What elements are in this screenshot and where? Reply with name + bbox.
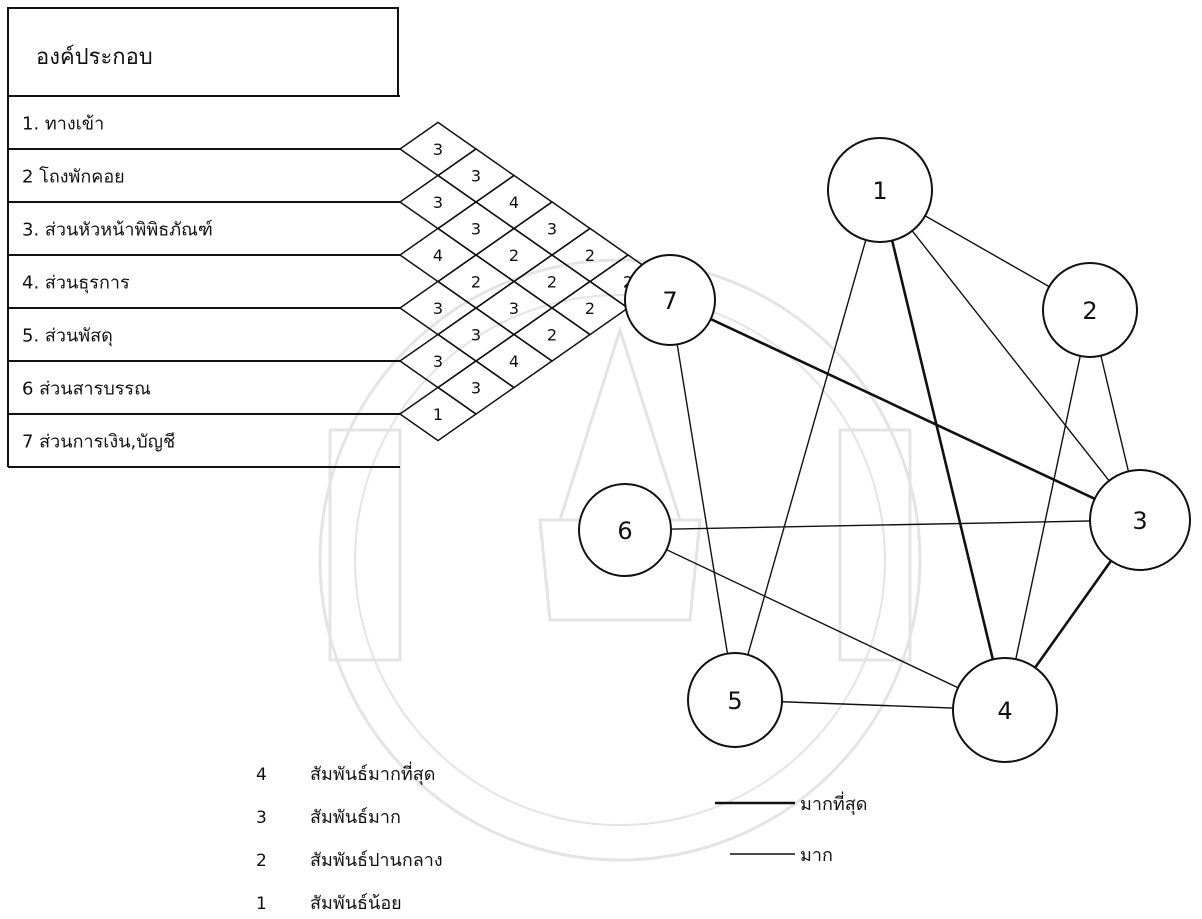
component-label: 7 ส่วนการเงิน,บัญชี: [22, 432, 175, 453]
matrix-value: 3: [471, 326, 481, 345]
node-5-circle: [687, 652, 783, 748]
matrix-value: 3: [433, 352, 443, 371]
matrix-value: 2: [509, 246, 519, 265]
matrix-value: 4: [509, 193, 519, 212]
legend-value: 3: [256, 808, 267, 828]
matrix-value: 2: [471, 273, 481, 292]
component-rows: 1. ทางเข้า 2 โถงพักคอย 3. ส่วนหัวหน้าพิพิธ…: [7, 95, 400, 468]
legend-label: สัมพันธ์น้อย: [310, 893, 402, 914]
node-2-circle: [1042, 262, 1138, 358]
legend-lines: มากที่สุด มาก: [715, 791, 867, 866]
node-6-circle: [578, 483, 672, 577]
node-1-label: 1: [872, 177, 887, 205]
node-4-circle: [952, 657, 1058, 763]
legend-label: สัมพันธ์ปานกลาง: [310, 850, 443, 871]
matrix-value: 4: [509, 352, 519, 371]
matrix-value: 3: [433, 299, 443, 318]
matrix-value: 3: [471, 167, 481, 186]
node-3-circle: [1089, 469, 1191, 571]
node-6-label: 6: [617, 517, 632, 545]
component-label: 1. ทางเข้า: [22, 114, 104, 135]
legend-value: 2: [256, 851, 267, 871]
matrix-value: 2: [547, 273, 557, 292]
component-label: 6 ส่วนสารบรรณ: [22, 379, 151, 400]
legend-label: สัมพันธ์มากที่สุด: [310, 761, 435, 785]
matrix-value: 3: [433, 193, 443, 212]
matrix-value: 3: [433, 140, 443, 159]
legend-levels: 4 สัมพันธ์มากที่สุด 3 สัมพันธ์มาก 2 สัมพ…: [256, 761, 443, 914]
matrix-cell: [398, 386, 478, 442]
legend-value: 1: [256, 894, 267, 914]
edge-1-4: [878, 189, 1007, 711]
node-5-label: 5: [727, 687, 742, 715]
node-1-circle: [827, 137, 933, 243]
node-3-label: 3: [1132, 507, 1147, 535]
matrix-value: 3: [471, 220, 481, 239]
component-label: 4. ส่วนธุรการ: [22, 273, 130, 294]
edge-2-4: [1004, 309, 1091, 711]
edge-4-6: [624, 529, 1006, 711]
legend-label: สัมพันธ์มาก: [310, 807, 401, 828]
matrix-values: 334322332224232334331: [433, 140, 633, 424]
matrix-value: 2: [585, 299, 595, 318]
matrix-value: 2: [585, 246, 595, 265]
legend-line-label: มากที่สุด: [800, 791, 867, 815]
edge-1-5: [734, 189, 881, 701]
node-7-circle: [624, 254, 716, 346]
matrix-value: 2: [547, 326, 557, 345]
node-7-label: 7: [662, 287, 677, 315]
node-2-label: 2: [1082, 297, 1097, 325]
header-title: องค์ประกอบ: [36, 45, 153, 70]
matrix-value: 1: [433, 405, 443, 424]
component-label: 5. ส่วนพัสดุ: [22, 326, 113, 347]
matrix-value: 3: [471, 379, 481, 398]
graph-nodes: 1 2 3 4 5 6 7: [578, 137, 1191, 763]
legend-value: 4: [256, 765, 267, 785]
matrix-value: 4: [433, 246, 443, 265]
matrix-value: 3: [509, 299, 519, 318]
node-4-label: 4: [997, 697, 1012, 725]
edge-3-7: [669, 298, 1141, 522]
edge-1-3: [879, 189, 1141, 521]
edge-5-7: [669, 299, 736, 701]
component-label: 3. ส่วนหัวหน้าพิพิธภัณฑ์: [22, 220, 213, 241]
edge-3-6: [624, 519, 1141, 531]
component-label: 2 โถงพักคอย: [22, 166, 125, 188]
legend-line-label: มาก: [800, 845, 833, 866]
matrix-value: 3: [547, 220, 557, 239]
